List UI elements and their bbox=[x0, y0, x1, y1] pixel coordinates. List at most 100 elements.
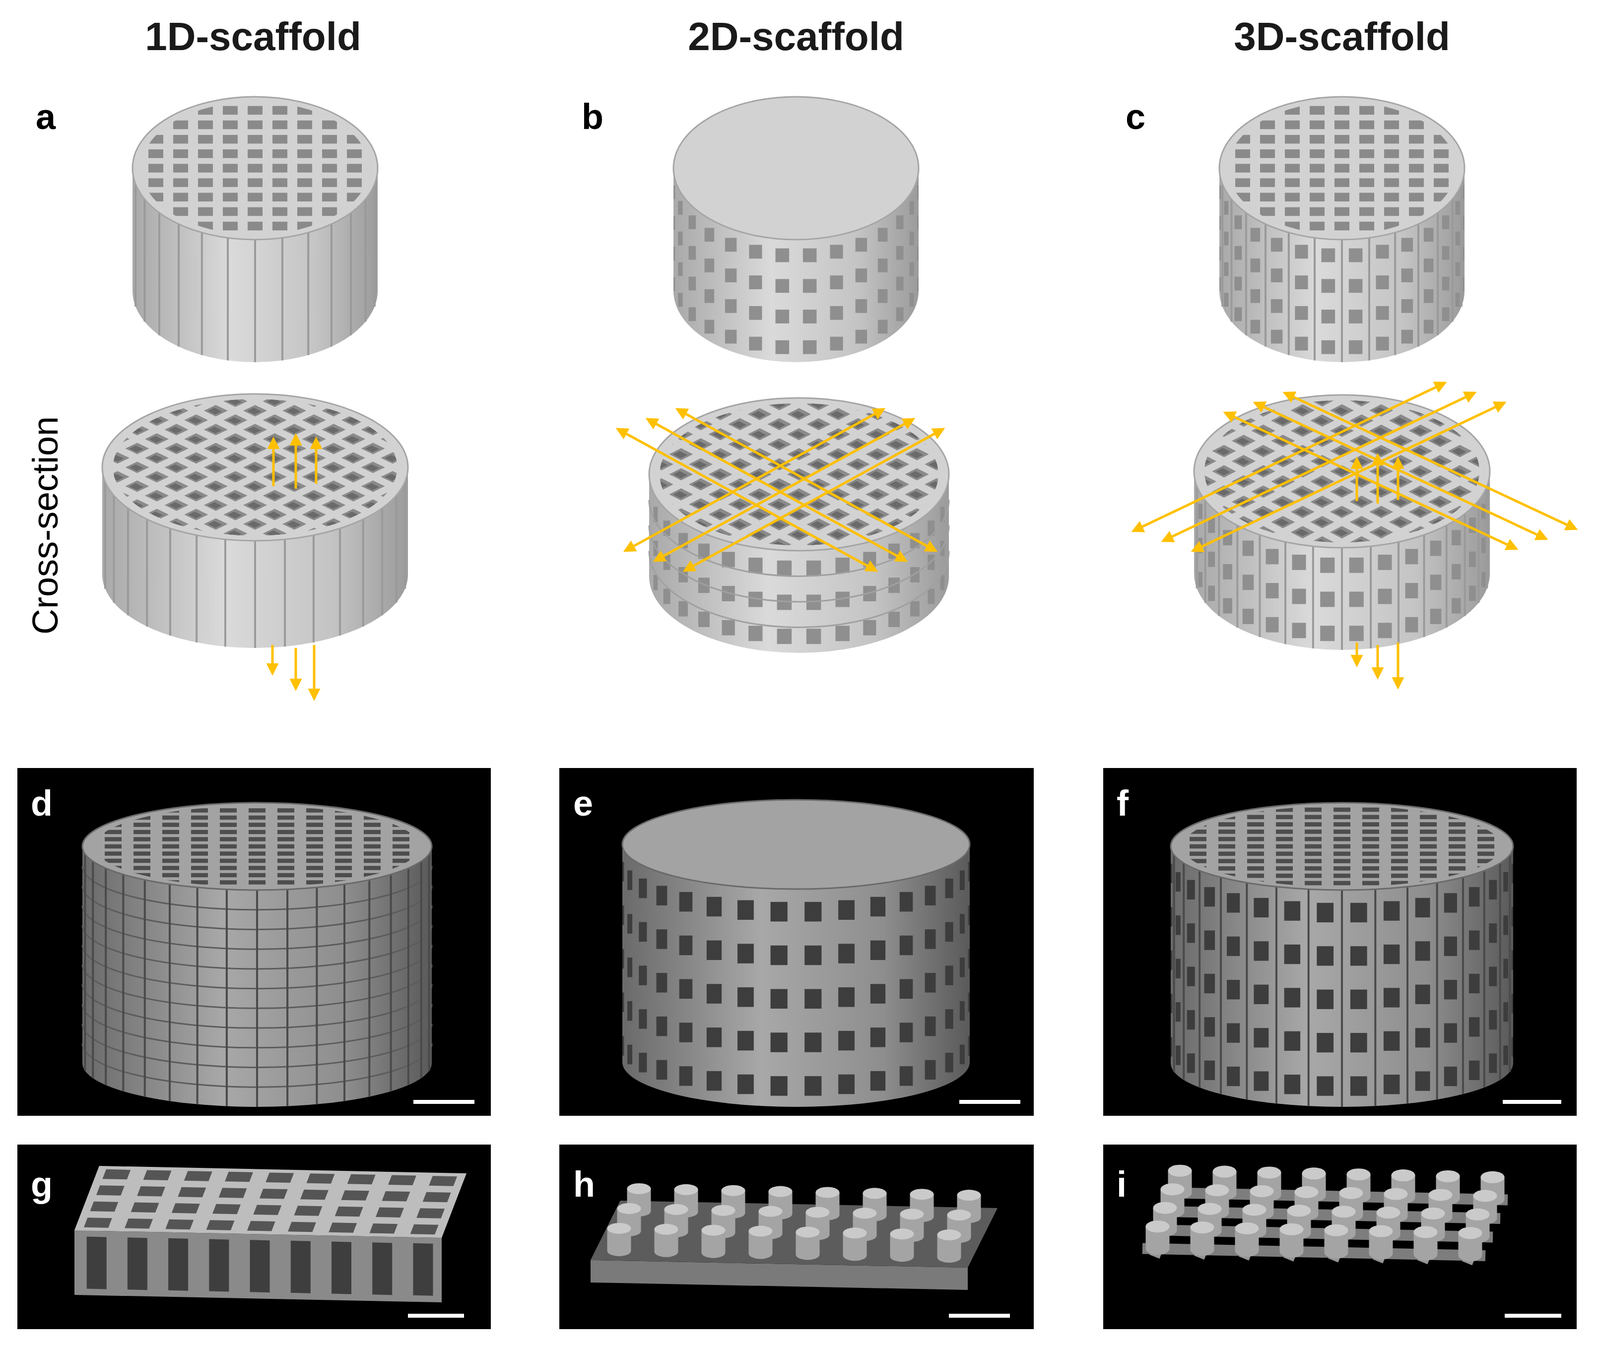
pore bbox=[325, 577, 340, 585]
pore bbox=[223, 357, 248, 370]
strut-edge bbox=[254, 239, 257, 363]
pore bbox=[810, 361, 825, 369]
pore bbox=[944, 488, 969, 501]
pore bbox=[70, 417, 85, 425]
pore bbox=[1160, 250, 1176, 260]
pore bbox=[168, 483, 184, 491]
scaffold-render bbox=[472, 308, 1126, 642]
pore bbox=[321, 499, 346, 512]
pore bbox=[346, 106, 362, 115]
pore bbox=[227, 530, 242, 538]
pore bbox=[787, 328, 811, 341]
pore bbox=[345, 436, 360, 444]
pore bbox=[439, 518, 464, 531]
pore bbox=[168, 521, 184, 529]
side-pore bbox=[775, 248, 790, 263]
pore bbox=[905, 408, 930, 421]
pore bbox=[322, 163, 337, 173]
pore bbox=[653, 481, 668, 489]
pore bbox=[1231, 394, 1256, 407]
pore bbox=[810, 340, 825, 349]
pore bbox=[263, 546, 287, 559]
side-pore bbox=[1442, 215, 1450, 230]
pore bbox=[1483, 207, 1499, 216]
pore bbox=[1160, 221, 1176, 231]
scaffold-cylinder bbox=[1015, 302, 1600, 651]
pore bbox=[247, 178, 263, 187]
pore bbox=[688, 378, 713, 391]
pore bbox=[908, 391, 924, 399]
side-pore bbox=[775, 278, 790, 293]
pore bbox=[629, 468, 654, 481]
pore bbox=[551, 428, 576, 441]
pore bbox=[948, 491, 963, 499]
pore bbox=[1074, 455, 1099, 468]
pore bbox=[751, 491, 767, 499]
pore bbox=[570, 478, 595, 491]
pore bbox=[0, 436, 6, 444]
pore bbox=[1408, 163, 1424, 173]
pore bbox=[1433, 250, 1449, 260]
pore bbox=[1260, 178, 1275, 187]
pore bbox=[1026, 471, 1042, 479]
pore bbox=[1384, 236, 1400, 245]
pore bbox=[302, 509, 327, 521]
pore bbox=[247, 596, 262, 604]
pore bbox=[341, 509, 366, 521]
pore bbox=[850, 381, 865, 389]
pore bbox=[1046, 441, 1062, 449]
pore bbox=[885, 358, 910, 371]
pore bbox=[1274, 376, 1290, 385]
pore bbox=[364, 502, 380, 510]
pore bbox=[791, 631, 806, 640]
pore bbox=[73, 120, 89, 130]
pore bbox=[371, 163, 387, 173]
pore bbox=[846, 378, 870, 391]
pore bbox=[123, 193, 139, 202]
pore bbox=[306, 436, 321, 444]
pore bbox=[672, 471, 688, 479]
pore bbox=[302, 452, 327, 464]
pore bbox=[1098, 427, 1113, 436]
pore bbox=[1137, 427, 1152, 436]
pore bbox=[1458, 236, 1474, 245]
pore bbox=[924, 478, 949, 491]
pore bbox=[98, 134, 114, 144]
pore bbox=[1210, 163, 1226, 173]
pore bbox=[404, 483, 419, 491]
pore bbox=[672, 551, 688, 559]
pore bbox=[1074, 434, 1099, 448]
pore bbox=[85, 537, 110, 549]
pore bbox=[751, 350, 767, 359]
side-pore bbox=[1291, 589, 1306, 605]
side-pore bbox=[1375, 336, 1389, 351]
strut-edge bbox=[1451, 199, 1454, 322]
side-pore bbox=[1375, 275, 1389, 290]
pore bbox=[771, 381, 786, 389]
pore bbox=[207, 596, 223, 604]
pore bbox=[1334, 149, 1350, 158]
pore bbox=[272, 207, 288, 216]
pore bbox=[787, 308, 811, 321]
pore bbox=[865, 568, 890, 582]
pore bbox=[198, 236, 213, 245]
pore bbox=[1235, 265, 1251, 274]
pore bbox=[371, 76, 387, 86]
pore bbox=[321, 480, 346, 493]
pore bbox=[321, 537, 346, 549]
pore bbox=[850, 340, 865, 349]
pore bbox=[1235, 91, 1251, 101]
pore bbox=[1185, 178, 1201, 187]
pore bbox=[282, 423, 307, 436]
pore bbox=[346, 265, 362, 274]
pore bbox=[1098, 468, 1113, 476]
pore bbox=[771, 321, 786, 329]
pore bbox=[361, 404, 386, 417]
side-pore bbox=[748, 557, 763, 574]
pore bbox=[478, 499, 503, 512]
pore bbox=[98, 236, 114, 245]
pore bbox=[1055, 485, 1079, 499]
pore bbox=[1359, 120, 1375, 130]
scaffold-render bbox=[0, 310, 582, 625]
pore bbox=[1210, 250, 1226, 260]
